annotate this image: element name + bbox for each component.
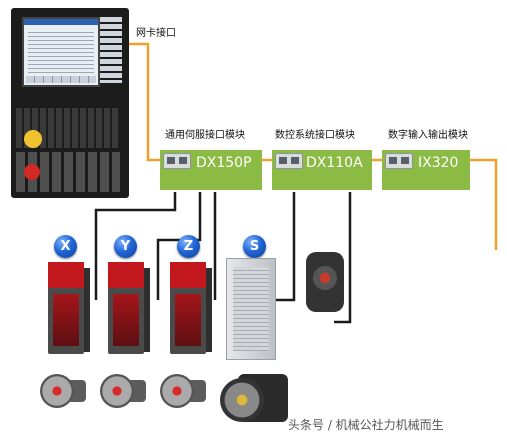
cable-spindle [272,192,296,302]
servo-drive-x [48,262,90,354]
servo-interface-label: 通用伺服接口模块 [165,130,245,141]
ethercat-port [385,153,413,169]
servo-motor-y [100,372,146,410]
spindle-motor [220,372,290,424]
servo-drive-z [170,262,212,354]
module-name: IX320 [418,155,459,171]
module-dx150p: DX150P [160,150,262,190]
module-ix320: IX320 [382,150,470,190]
ethercat-port [275,153,303,169]
axis-badge-x: X [54,235,77,258]
watermark: 头条号 / 机械公社力机械而生 [288,418,444,432]
cable-x-axis [94,192,177,300]
network-cable [128,42,498,250]
module-name: DX150P [196,155,252,171]
module-name: DX110A [306,155,363,171]
handwheel-dial [313,266,337,290]
cnc-screen [22,17,100,87]
servo-motor-z [160,372,206,410]
servo-drive-y [108,262,150,354]
cnc-feed-knob [24,130,42,148]
cnc-side-keys [100,17,122,83]
servo-motor-x [40,372,86,410]
io-module-label: 数字输入输出模块 [388,130,468,141]
axis-badge-z: Z [177,235,200,258]
ethercat-port [163,153,191,169]
module-dx110a: DX110A [272,150,372,190]
cnc-interface-label: 数控系统接口模块 [275,130,355,141]
axis-badge-y: Y [114,235,137,258]
network-cable-controller [128,42,160,162]
axis-badge-s: S [243,235,266,258]
cnc-emergency-stop [24,164,40,180]
cable-pendant [334,192,352,324]
network-cable-out [470,158,498,250]
spindle-drive [226,258,276,360]
network-port-label: 网卡接口 [136,28,176,39]
handwheel-pendant [306,252,344,312]
